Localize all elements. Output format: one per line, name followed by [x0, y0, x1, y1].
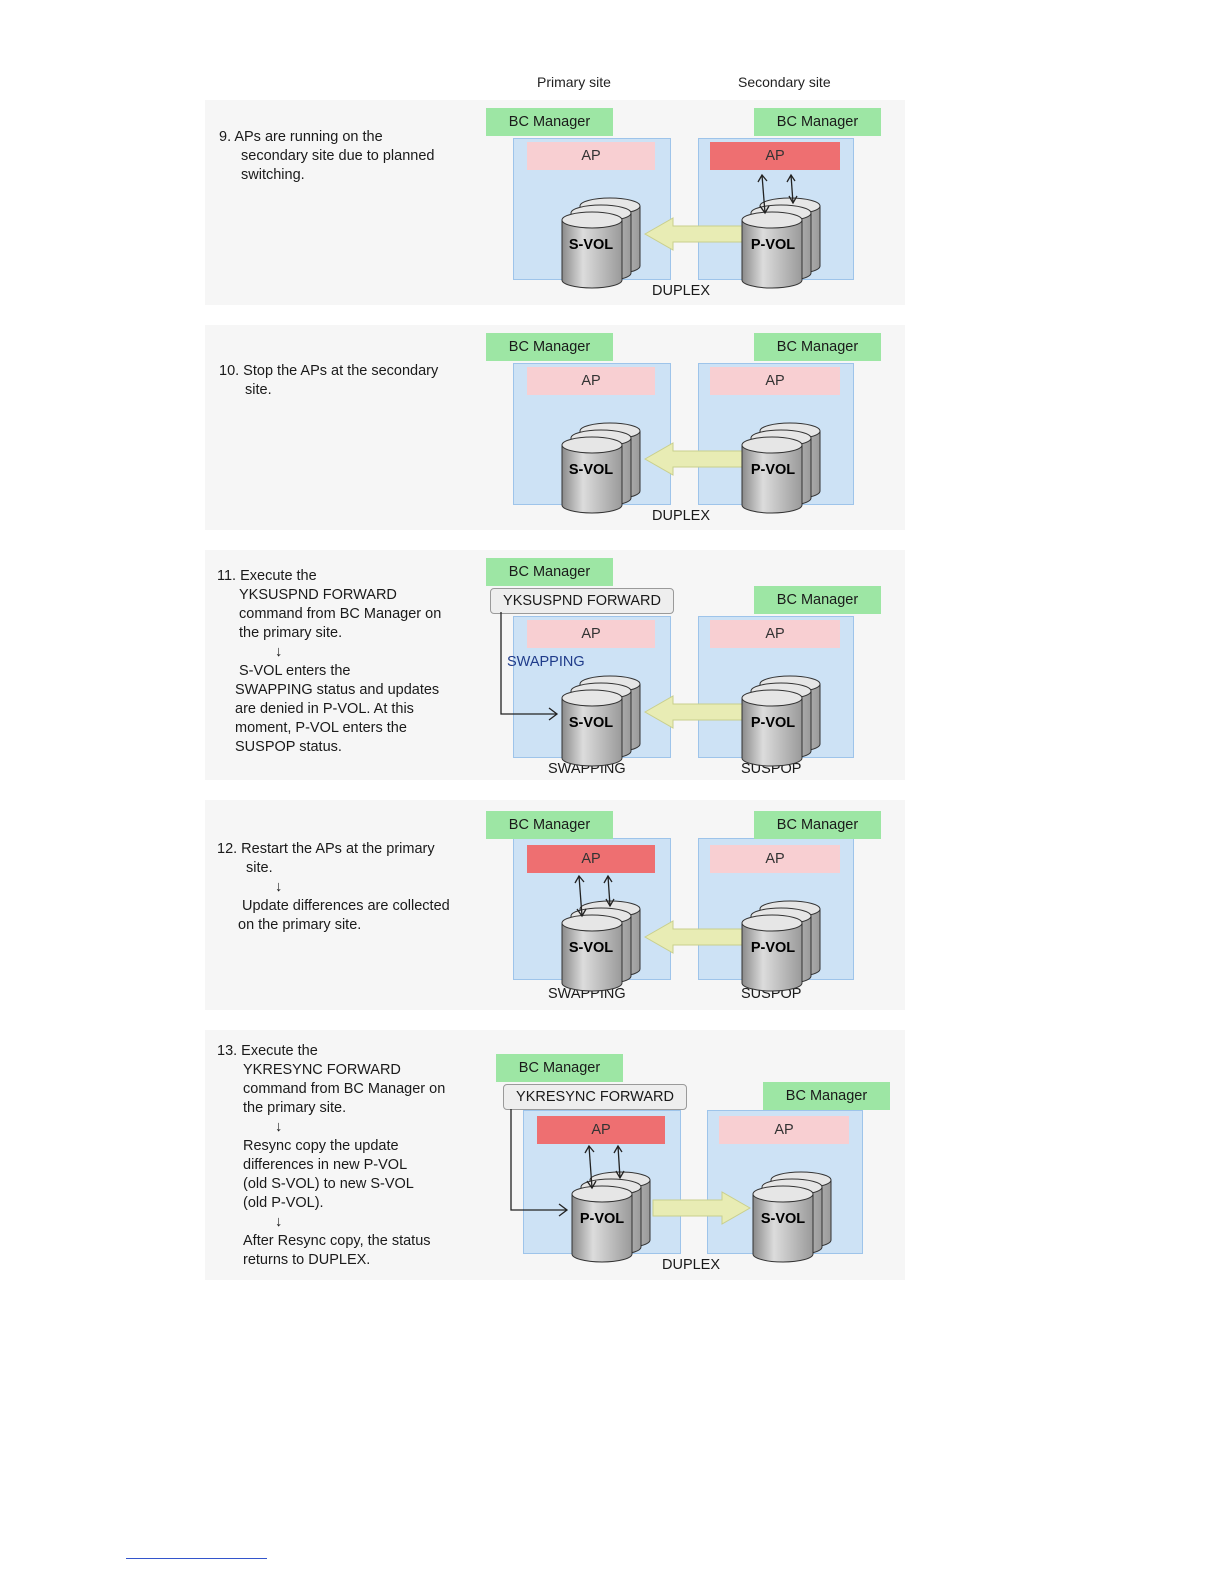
step-13-text: 13. Execute the YKRESYNC FORWARD command…: [217, 1043, 446, 1268]
bc-manager-secondary: BC Manager: [754, 333, 881, 361]
ap-primary: AP: [527, 620, 655, 648]
pvol-cylinders: [741, 675, 821, 767]
step-11-panel: 11. Execute the YKSUSPND FORWARD command…: [205, 550, 905, 780]
copy-arrow-left: [643, 217, 751, 251]
footnote-rule: [126, 1558, 267, 1559]
ap-primary-active: AP: [527, 845, 655, 873]
io-arrows: [574, 874, 615, 918]
step-9-graphics: S-VOL P-VOL: [561, 173, 821, 289]
svol-label: S-VOL: [569, 940, 613, 956]
svol-status-inline: SWAPPING: [507, 654, 585, 670]
ap-secondary: AP: [719, 1116, 849, 1144]
command-ykresync-forward: YKRESYNC FORWARD: [503, 1084, 687, 1110]
step-11-graphics: S-VOL P-VOL: [500, 612, 821, 767]
command-yksuspnd-forward: YKSUSPND FORWARD: [490, 588, 674, 614]
bc-manager-primary: BC Manager: [486, 333, 613, 361]
pair-status: DUPLEX: [652, 283, 711, 299]
copy-arrow-left: [643, 442, 751, 476]
io-arrows: [757, 173, 798, 215]
bc-manager-secondary: BC Manager: [763, 1082, 890, 1110]
command-path-arrow: [500, 612, 559, 721]
ap-secondary: AP: [710, 367, 840, 395]
command-path-arrow: [510, 1109, 569, 1217]
ap-primary: AP: [527, 367, 655, 395]
ap-secondary: AP: [710, 620, 840, 648]
pvol-label: P-VOL: [751, 715, 795, 731]
bc-manager-primary: BC Manager: [496, 1054, 623, 1082]
bc-manager-primary: BC Manager: [486, 108, 613, 136]
svol-cylinders: [561, 422, 641, 514]
step-12-panel: 12. Restart the APs at the primary site.…: [205, 800, 905, 1010]
io-arrows: [584, 1144, 625, 1190]
ap-secondary: AP: [710, 845, 840, 873]
step-11-text: 11. Execute the YKSUSPND FORWARD command…: [217, 568, 442, 755]
copy-arrow-left: [643, 920, 751, 954]
svol-cylinders: [752, 1171, 832, 1263]
pvol-label: P-VOL: [751, 237, 795, 253]
bc-manager-primary: BC Manager: [486, 811, 613, 839]
pvol-label: P-VOL: [751, 462, 795, 478]
step-9-panel: 9. APs are running on the secondary site…: [205, 100, 905, 305]
svol-cylinders: [561, 675, 641, 767]
ap-secondary-active: AP: [710, 142, 840, 170]
pvol-label: P-VOL: [751, 940, 795, 956]
copy-arrow-left: [643, 695, 751, 729]
copy-arrow-right: [652, 1191, 752, 1225]
ap-primary: AP: [527, 142, 655, 170]
bc-manager-secondary: BC Manager: [754, 811, 881, 839]
step-12-graphics: S-VOL P-VOL: [561, 874, 821, 992]
svol-label: S-VOL: [569, 462, 613, 478]
bc-manager-primary: BC Manager: [486, 558, 613, 586]
step-10-text: 10. Stop the APs at the secondary site.: [219, 363, 439, 398]
secondary-site-header: Secondary site: [738, 74, 831, 90]
step-12-text: 12. Restart the APs at the primary site.…: [217, 841, 450, 933]
pair-status: DUPLEX: [662, 1257, 721, 1273]
step-13-panel: 13. Execute the YKRESYNC FORWARD command…: [205, 1030, 905, 1280]
bc-manager-secondary: BC Manager: [754, 108, 881, 136]
svol-cylinders: [561, 900, 641, 992]
svol-cylinders: [561, 197, 641, 289]
step-10-graphics: S-VOL P-VOL: [561, 422, 821, 514]
step-13-graphics: P-VOL S-VOL: [510, 1109, 832, 1263]
pvol-cylinders: [741, 197, 821, 289]
pair-status: DUPLEX: [652, 508, 711, 524]
svol-label: S-VOL: [761, 1211, 805, 1227]
pvol-cylinders: [741, 422, 821, 514]
step-10-panel: 10. Stop the APs at the secondary site. …: [205, 325, 905, 530]
svol-label: S-VOL: [569, 237, 613, 253]
svol-label: S-VOL: [569, 715, 613, 731]
pvol-cylinders: [741, 900, 821, 992]
ap-primary-active: AP: [537, 1116, 665, 1144]
pvol-label: P-VOL: [580, 1211, 624, 1227]
step-9-text: 9. APs are running on the secondary site…: [219, 129, 435, 183]
primary-site-header: Primary site: [537, 74, 611, 90]
pvol-cylinders: [571, 1171, 651, 1263]
bc-manager-secondary: BC Manager: [754, 586, 881, 614]
